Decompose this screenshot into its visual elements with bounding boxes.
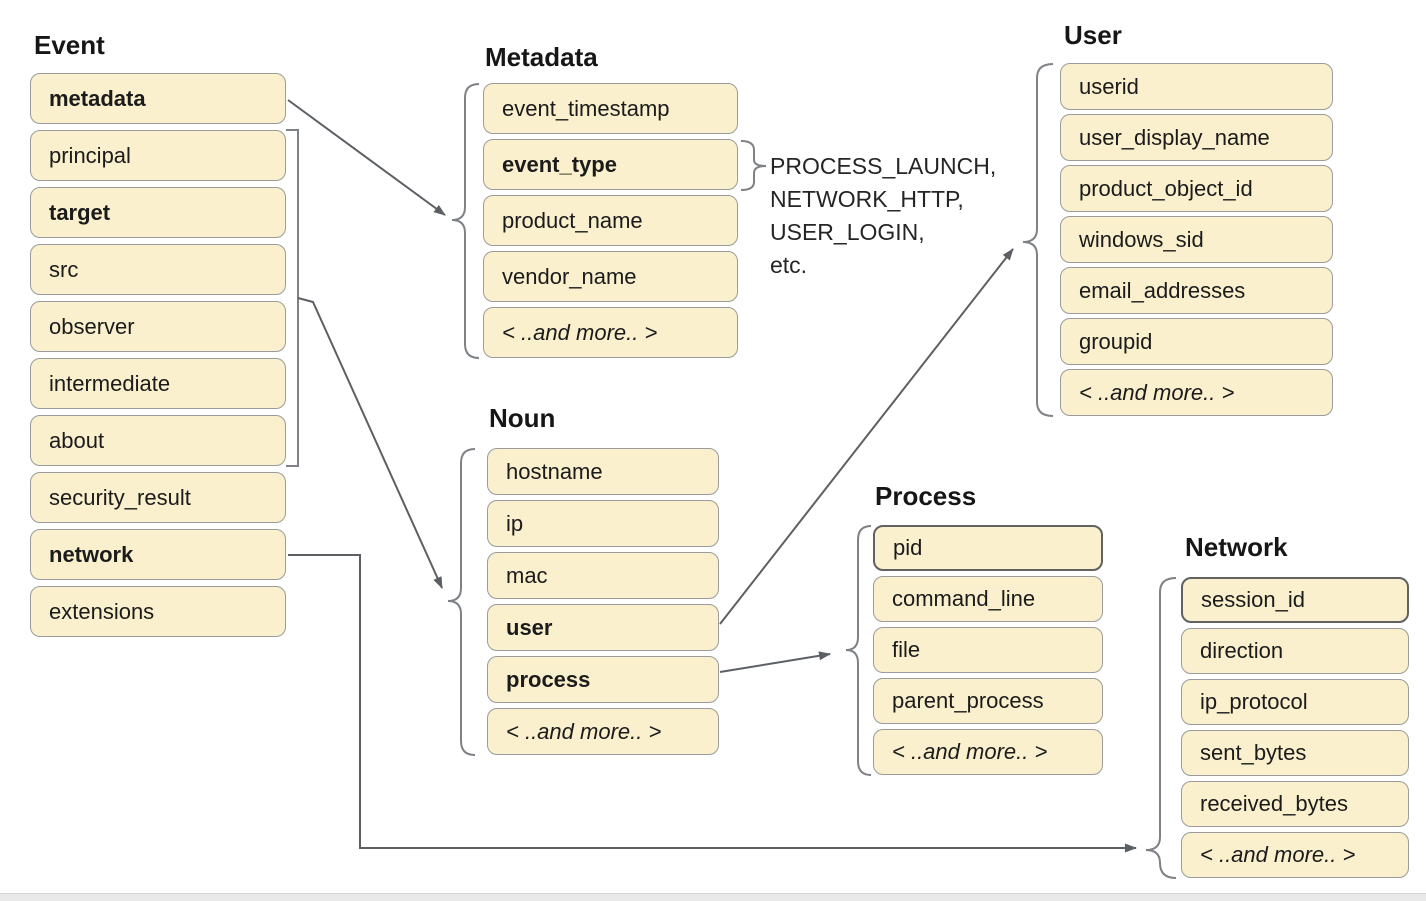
event-type-value-line: PROCESS_LAUNCH, <box>770 153 997 179</box>
field-product-object-id: product_object_id <box>1060 165 1333 212</box>
noun-brace <box>447 448 476 756</box>
group-title-metadata: Metadata <box>485 42 598 72</box>
field-event-type: event_type <box>483 139 738 190</box>
group-title-process: Process <box>875 481 977 511</box>
field-intermediate: intermediate <box>30 358 286 409</box>
field-windows-sid: windows_sid <box>1060 216 1333 263</box>
noun-arrow <box>297 297 443 589</box>
field-email-addresses: email_addresses <box>1060 267 1333 314</box>
field-user-display-name: user_display_name <box>1060 114 1333 161</box>
event-type-values: PROCESS_LAUNCH, NETWORK_HTTP, USER_LOGIN… <box>770 150 996 282</box>
field-mac: mac <box>487 552 719 599</box>
field-src: src <box>30 244 286 295</box>
field-event-timestamp: event_timestamp <box>483 83 738 134</box>
field-security-result: security_result <box>30 472 286 523</box>
field-pid: pid <box>873 525 1103 571</box>
field-process: process <box>487 656 719 703</box>
field-user: user <box>487 604 719 651</box>
field-parent-process: parent_process <box>873 678 1103 724</box>
group-title-noun: Noun <box>489 403 556 433</box>
event-type-value-line: USER_LOGIN, <box>770 219 925 245</box>
field-and-more: < ..and more.. > <box>873 729 1103 775</box>
field-network: network <box>30 529 286 580</box>
event-type-annotation-brace <box>740 140 767 191</box>
field-sent-bytes: sent_bytes <box>1181 730 1409 776</box>
field-target: target <box>30 187 286 238</box>
field-file: file <box>873 627 1103 673</box>
field-observer: observer <box>30 301 286 352</box>
field-session-id: session_id <box>1181 577 1409 623</box>
process-brace <box>845 525 872 776</box>
metadata-arrow <box>287 99 446 216</box>
page-bottom-edge <box>0 893 1426 901</box>
field-and-more: < ..and more.. > <box>1060 369 1333 416</box>
field-about: about <box>30 415 286 466</box>
process-arrow <box>719 651 831 673</box>
field-groupid: groupid <box>1060 318 1333 365</box>
event-type-value-line: etc. <box>770 252 808 278</box>
field-userid: userid <box>1060 63 1333 110</box>
event-type-value-line: NETWORK_HTTP, <box>770 186 964 212</box>
field-command-line: command_line <box>873 576 1103 622</box>
field-hostname: hostname <box>487 448 719 495</box>
field-vendor-name: vendor_name <box>483 251 738 302</box>
group-title-event: Event <box>34 30 105 60</box>
field-received-bytes: received_bytes <box>1181 781 1409 827</box>
field-product-name: product_name <box>483 195 738 246</box>
field-metadata: metadata <box>30 73 286 124</box>
event-fields-bracket <box>286 129 299 467</box>
network-brace <box>1145 577 1177 879</box>
field-and-more: < ..and more.. > <box>1181 832 1409 878</box>
group-title-network: Network <box>1185 532 1288 562</box>
field-and-more: < ..and more.. > <box>487 708 719 755</box>
field-ip: ip <box>487 500 719 547</box>
field-ip-protocol: ip_protocol <box>1181 679 1409 725</box>
user-brace <box>1022 63 1054 417</box>
field-extensions: extensions <box>30 586 286 637</box>
field-principal: principal <box>30 130 286 181</box>
metadata-brace <box>451 83 480 359</box>
group-title-user: User <box>1064 20 1122 50</box>
field-and-more: < ..and more.. > <box>483 307 738 358</box>
field-direction: direction <box>1181 628 1409 674</box>
